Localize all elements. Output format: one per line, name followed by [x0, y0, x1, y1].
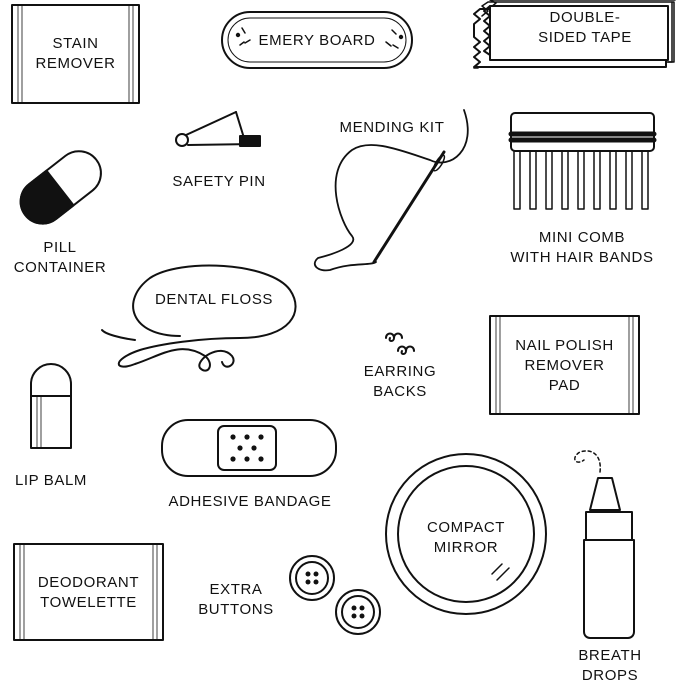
stain-remover-label: STAIN REMOVER: [35, 35, 116, 72]
adhesive-bandage-label: ADHESIVE BANDAGE: [168, 493, 332, 510]
tape-stack-icon: [473, 0, 676, 69]
bandage-icon: [161, 419, 337, 477]
extra-buttons-label: EXTRA BUTTONS: [198, 581, 274, 618]
lip-balm-icon: [30, 363, 72, 449]
earring-backs-label: EARRING BACKS: [363, 363, 437, 400]
dental-floss-label: DENTAL FLOSS: [154, 291, 274, 308]
floss-icon: [101, 264, 297, 372]
lip-balm-label: LIP BALM: [14, 472, 88, 489]
earring-backs-icon: [385, 332, 415, 355]
comb-icon: [508, 112, 657, 210]
emery-board-icon: [221, 11, 413, 69]
compact-mirror-label: COMPACT MIRROR: [426, 519, 506, 556]
deodorant-packet-icon: [13, 543, 164, 641]
button-icon: [289, 555, 381, 635]
nail-polish-pad-icon: [489, 315, 640, 415]
double-sided-tape-label: DOUBLE- SIDED TAPE: [538, 9, 632, 46]
compact-mirror-icon: [385, 453, 547, 615]
safety-pin-label: SAFETY PIN: [172, 173, 266, 190]
breath-drops-label: BREATH DROPS: [578, 647, 642, 684]
mending-kit-label: MENDING KIT: [339, 119, 445, 136]
stain-remover-packet-icon: [11, 4, 140, 104]
pill-container-label: PILL CONTAINER: [13, 239, 107, 276]
emery-board-label: EMERY BOARD: [258, 32, 376, 49]
nail-polish-remover-label: NAIL POLISH REMOVER PAD: [515, 337, 614, 394]
needle-thread-icon: [313, 109, 469, 272]
pill-capsule-icon: [19, 150, 102, 225]
safety-pin-icon: [175, 111, 261, 147]
dropper-bottle-icon: [574, 450, 635, 639]
deodorant-towelette-label: DEODORANT TOWELETTE: [37, 574, 140, 611]
mini-comb-label: MINI COMB WITH HAIR BANDS: [510, 229, 654, 266]
